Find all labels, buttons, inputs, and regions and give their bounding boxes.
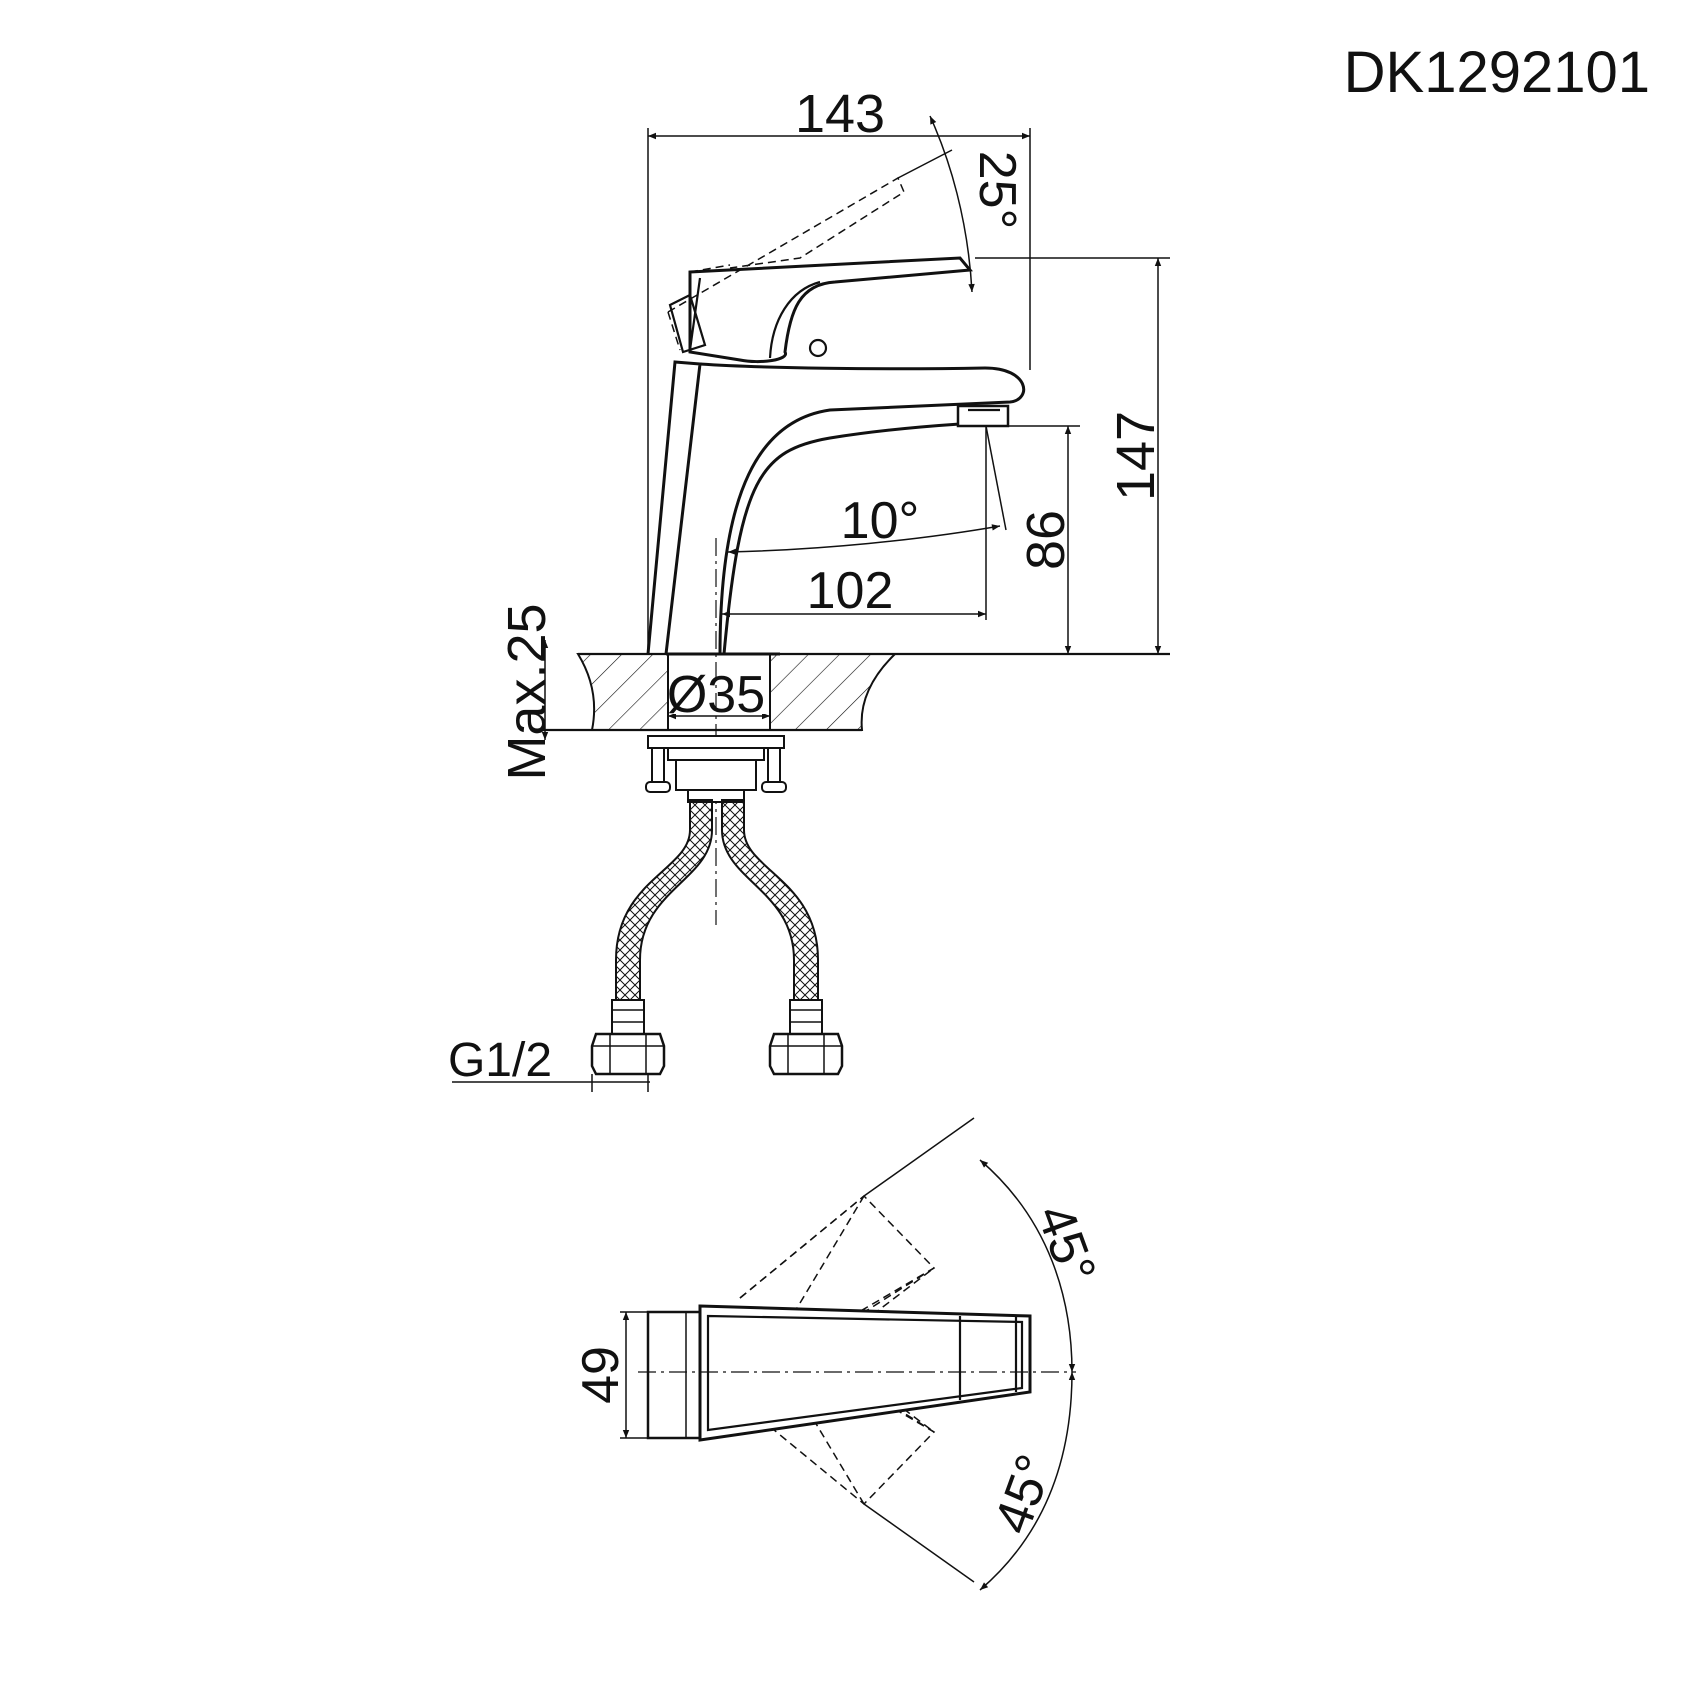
flexible-hoses — [590, 799, 844, 1076]
handle-top — [646, 1304, 1032, 1442]
faucet-body — [646, 176, 1026, 656]
lever-angle-label: 25° — [968, 151, 1026, 230]
rotation-angle-top-label: 45° — [1025, 1197, 1106, 1291]
max-thickness-label: Max.25 — [497, 603, 557, 780]
width-label: 143 — [795, 84, 885, 144]
max-thickness-dimension: Max.25 — [497, 603, 557, 780]
handle-width-dimension: 49 — [572, 1311, 650, 1439]
height-label: 147 — [1106, 411, 1166, 501]
handle-width-label: 49 — [572, 1346, 630, 1404]
spout-angle-label: 10° — [841, 492, 920, 550]
countertop-section — [540, 652, 1170, 732]
lever-angle-dimension: 25° — [897, 115, 1026, 293]
spout-height-dimension: 86 — [1000, 425, 1080, 654]
height-dimension: 147 — [975, 257, 1170, 654]
spout-reach-dimension: 102 — [722, 562, 986, 620]
width-dimension: 143 — [647, 84, 1031, 654]
spout-angle-dimension: 10° — [727, 425, 1007, 620]
hole-diameter-dimension: Ø35 — [667, 666, 770, 724]
spout-reach-label: 102 — [807, 562, 894, 620]
thread-label: G1/2 — [448, 1034, 552, 1087]
mounting-nut — [645, 735, 787, 803]
thread-dimension: G1/2 — [448, 1034, 650, 1092]
rotation-angle-bottom-label: 45° — [983, 1447, 1064, 1541]
spout-height-label: 86 — [1016, 510, 1076, 570]
model-code: DK1292101 — [1344, 40, 1650, 105]
side-view: Max.25 Ø35 — [448, 84, 1170, 1092]
top-view: 49 45° 45° — [572, 1117, 1107, 1591]
